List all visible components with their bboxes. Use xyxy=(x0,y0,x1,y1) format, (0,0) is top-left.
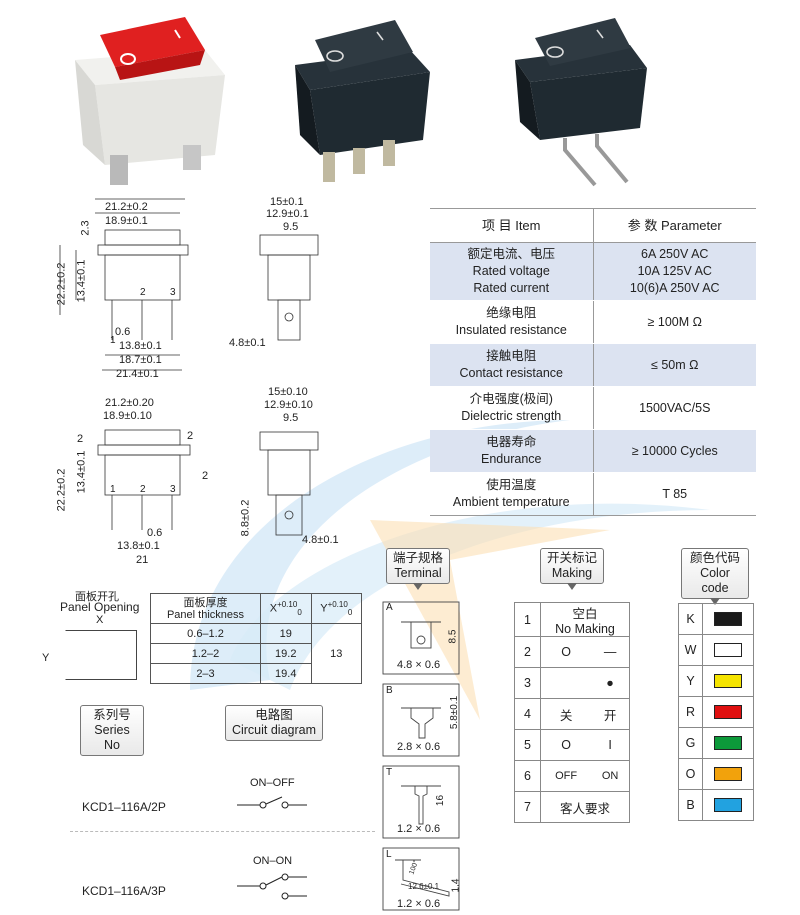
terminal-len-l: 12.6±0.1 xyxy=(408,882,440,891)
terminal-code-a: A xyxy=(386,602,393,613)
pin-number-2: 2 xyxy=(140,287,146,298)
side-dim-w3-b: 9.5 xyxy=(283,412,299,424)
dim-h-c: 2 xyxy=(202,470,209,482)
dim-h-b: 2 xyxy=(187,430,194,442)
swatch-black xyxy=(714,612,742,627)
pin-number-3-b: 3 xyxy=(170,484,176,495)
param-header-param: 参 数 Parameter xyxy=(593,208,756,243)
dim-width-outer: 21.2±0.2 xyxy=(105,201,148,213)
dim-total-height-b: 22.2±0.2 xyxy=(55,468,68,512)
dim-base-width-b: 21 xyxy=(136,554,149,566)
terminal-h-b: 5.8±0.1 xyxy=(449,695,461,730)
terminal-dim-l: 1.2 × 0.6 xyxy=(397,898,441,910)
panel-x-label: X xyxy=(96,614,104,626)
pin-number-1-b: 1 xyxy=(110,484,116,495)
swatch-orange xyxy=(714,767,742,782)
dimension-drawing-front-bottom: 1 2 3 xyxy=(97,429,191,530)
terminal-h-l: 1.4 xyxy=(450,878,462,893)
swatch-red xyxy=(714,705,742,720)
dim-base-width: 18.7±0.1 xyxy=(119,354,162,366)
dim-width-inner-b: 18.9±0.10 xyxy=(103,410,152,422)
terminal-diagrams xyxy=(382,601,460,911)
terminal-code-b: B xyxy=(386,685,393,696)
pin-number-1: 1 xyxy=(110,335,116,346)
dim-pin-span: 13.8±0.1 xyxy=(119,340,162,352)
circuit-on-off-icon xyxy=(237,796,307,809)
side-dim-height-b: 8.8±0.2 xyxy=(239,499,252,537)
dim-pin-width-b: 0.6 xyxy=(147,527,163,539)
pin-number-2-b: 2 xyxy=(140,484,146,495)
panel-y-label: Y xyxy=(42,652,50,664)
side-dim-w1-b: 15±0.10 xyxy=(268,386,308,398)
divider xyxy=(70,831,375,832)
side-dim-w2: 12.9±0.1 xyxy=(266,208,309,220)
terminal-dim-a: 4.8 × 0.6 xyxy=(397,659,441,671)
dimension-drawing-side-bottom xyxy=(259,431,319,536)
dim-width-inner: 18.9±0.1 xyxy=(105,215,148,227)
param-header-item: 项 目 Item xyxy=(430,208,594,243)
panel-opening-rect xyxy=(65,630,137,680)
switch-photo-red xyxy=(75,17,225,185)
terminal-h-a: 8.5 xyxy=(447,629,459,644)
dimension-drawing-side-top xyxy=(259,234,319,341)
circuit-on-on-icon xyxy=(237,873,307,900)
side-dim-terminal-b: 4.8±0.1 xyxy=(302,534,339,546)
dim-width-outer-b: 21.2±0.20 xyxy=(105,397,154,409)
terminal-code-l: L xyxy=(386,849,392,860)
dim-total-height: 22.2±0.2 xyxy=(55,262,68,306)
circuit-label-on-on: ON–ON xyxy=(253,855,293,867)
switch-photo-black-3pin xyxy=(295,20,430,182)
terminal-h-t: 16 xyxy=(435,794,447,807)
dim-pin-width: 0.6 xyxy=(115,326,131,338)
colorcode-table: K W Y R G O B xyxy=(678,603,754,821)
swatch-white xyxy=(714,643,742,658)
dim-pin-span-b: 13.8±0.1 xyxy=(117,540,160,552)
terminal-code-t: T xyxy=(386,767,393,778)
swatch-yellow xyxy=(714,674,742,689)
dim-body-height: 13.4±0.1 xyxy=(75,259,88,303)
dim-base-width-2: 21.4±0.1 xyxy=(116,368,159,380)
swatch-green xyxy=(714,736,742,751)
terminal-dim-t: 1.2 × 0.6 xyxy=(397,823,441,835)
side-dim-w1: 15±0.1 xyxy=(270,196,304,208)
side-dim-w3: 9.5 xyxy=(283,221,299,233)
dim-h-a: 2 xyxy=(77,433,84,445)
terminal-dim-b: 2.8 × 0.6 xyxy=(397,741,441,753)
series-item-2p: KCD1–116A/2P xyxy=(82,800,166,814)
side-dim-terminal: 4.8±0.1 xyxy=(229,337,266,349)
dim-top-height: 2.3 xyxy=(79,220,92,236)
switch-photo-black-bent xyxy=(515,18,647,187)
side-dim-w2-b: 12.9±0.10 xyxy=(264,399,313,411)
circuit-label-on-off: ON–OFF xyxy=(250,777,295,789)
series-item-3p: KCD1–116A/3P xyxy=(82,884,166,898)
panel-title-en: Panel Opening xyxy=(60,600,140,614)
panel-title-cn: 面板开孔 xyxy=(75,591,119,603)
swatch-blue xyxy=(714,798,742,813)
pin-number-3: 3 xyxy=(170,287,176,298)
dimension-drawing-front-top: 1 2 3 xyxy=(59,198,189,371)
dim-body-height-b: 13.4±0.1 xyxy=(75,450,88,494)
